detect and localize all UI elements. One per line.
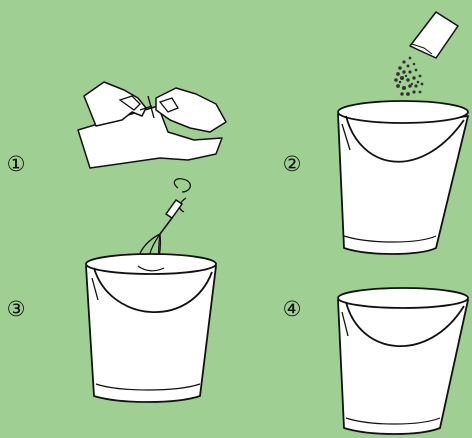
step-4-bucket-illustration xyxy=(338,288,468,434)
step-4-number: ④ xyxy=(280,297,304,321)
step-3-number: ③ xyxy=(4,297,28,321)
step-1-open-packet-illustration xyxy=(78,82,226,168)
step-2-pour-powder-illustration xyxy=(338,12,468,254)
step-3-whisk-illustration xyxy=(86,179,216,402)
step-2-number: ② xyxy=(280,152,304,176)
step-1-number: ① xyxy=(4,152,28,176)
